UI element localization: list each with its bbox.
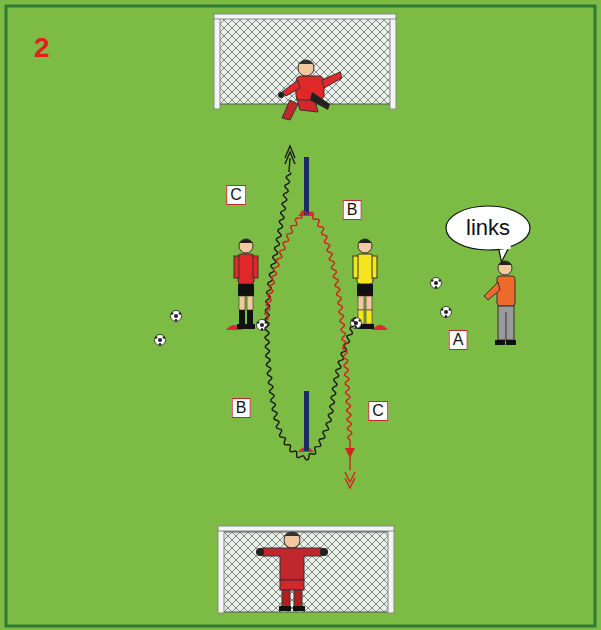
letter-box: C: [226, 185, 246, 205]
speech-text: links: [466, 216, 510, 240]
player-red: [234, 239, 258, 329]
figure-number: 2: [34, 33, 50, 63]
ball: [171, 311, 182, 322]
run-arrow: [345, 448, 355, 458]
run-arrow: [345, 472, 355, 488]
pole: [298, 157, 314, 216]
dribble-path: [265, 211, 352, 440]
run-arrow: [289, 158, 290, 172]
player-yellow: [353, 239, 377, 329]
ball: [441, 307, 452, 318]
top-goal: [214, 14, 396, 109]
letter-box: C: [368, 401, 388, 421]
letter-box: A: [449, 330, 468, 350]
position-letter: C: [372, 402, 384, 420]
letter-box: B: [232, 398, 251, 418]
speech-bubble: links: [446, 206, 530, 250]
cone: [372, 325, 388, 330]
running-paths: [265, 146, 356, 488]
goalkeeper: [256, 532, 328, 611]
run-arrow: [285, 146, 295, 164]
position-letter: C: [230, 186, 242, 204]
bottom-goal: [218, 526, 394, 613]
balls: [155, 278, 452, 346]
position-letter: B: [347, 201, 358, 219]
coach: [484, 261, 516, 345]
position-letter: B: [236, 399, 247, 417]
position-letter: A: [453, 331, 464, 349]
letter-box: B: [343, 200, 362, 220]
goalkeeper: [278, 60, 342, 120]
pitch-border: [6, 6, 595, 626]
ball: [431, 278, 442, 289]
pole: [298, 391, 314, 452]
ball: [155, 335, 166, 346]
